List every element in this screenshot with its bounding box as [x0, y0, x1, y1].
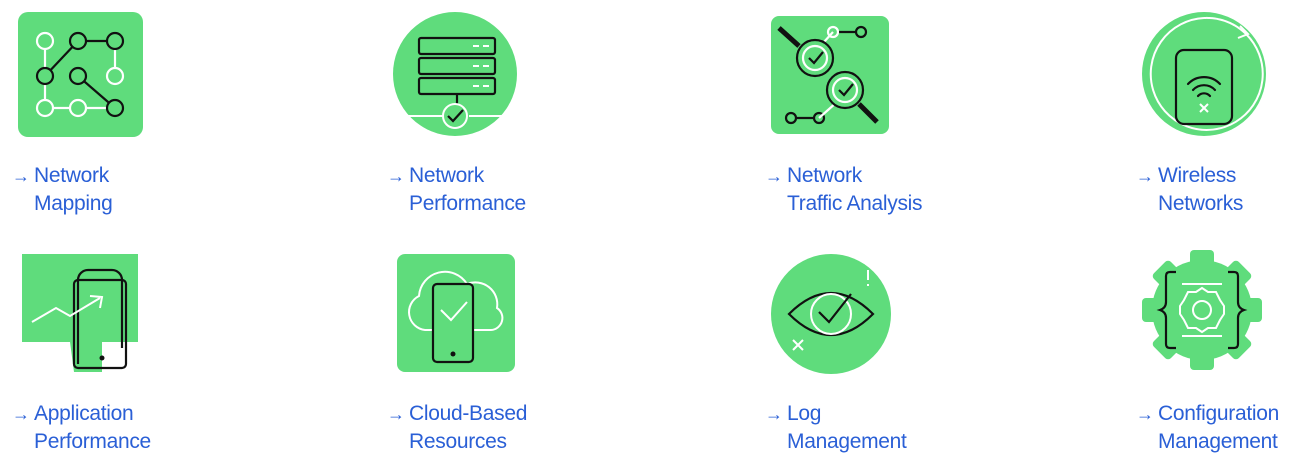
tile-network-mapping[interactable]: →Network Mapping	[12, 12, 318, 222]
tile-caption[interactable]: →Application Performance	[12, 400, 151, 455]
arrow-right-icon: →	[765, 404, 783, 424]
tile-caption[interactable]: →Configuration Management	[1136, 400, 1279, 455]
tile-caption[interactable]: →Log Management	[765, 400, 907, 455]
caption-line-1: Wireless	[1158, 164, 1237, 187]
arrow-right-icon: →	[1136, 166, 1154, 186]
gear-braces-icon	[1142, 250, 1274, 382]
tile-caption[interactable]: →Network Mapping	[12, 162, 113, 217]
arrow-right-icon: →	[12, 166, 30, 186]
arrow-right-icon: →	[12, 404, 30, 424]
wireless-device-icon	[1142, 12, 1274, 144]
network-graph-icon	[18, 12, 150, 144]
tile-wireless-networks[interactable]: →Wireless Networks	[1136, 12, 1303, 222]
caption-line-2: Management	[787, 430, 907, 453]
arrow-right-icon: →	[387, 404, 405, 424]
caption-line-1: Cloud-Based	[409, 402, 528, 425]
tile-log-management[interactable]: →Log Management	[765, 254, 1071, 464]
caption-line-1: Network	[787, 164, 862, 187]
caption-line-2: Networks	[1158, 192, 1244, 215]
caption-line-2: Management	[1158, 430, 1278, 453]
cloud-phone-check-icon	[397, 254, 529, 386]
arrow-right-icon: →	[765, 166, 783, 186]
tile-caption[interactable]: →Cloud-Based Resources	[387, 400, 527, 455]
caption-line-2: Performance	[34, 430, 151, 453]
caption-line-1: Application	[34, 402, 134, 425]
tile-cloud-based-resources[interactable]: →Cloud-Based Resources	[387, 254, 697, 464]
caption-line-1: Network	[34, 164, 109, 187]
tile-network-traffic-analysis[interactable]: →Network Traffic Analysis	[765, 16, 1071, 226]
tile-application-performance[interactable]: →Application Performance	[12, 254, 318, 464]
mobile-trend-icon	[18, 254, 150, 386]
caption-line-1: Network	[409, 164, 484, 187]
tile-network-performance[interactable]: →Network Performance	[387, 12, 693, 222]
server-stack-check-icon	[393, 12, 525, 144]
eye-check-icon	[771, 254, 903, 386]
tile-configuration-management[interactable]: →Configuration Management	[1136, 250, 1303, 460]
caption-line-2: Mapping	[34, 192, 113, 215]
tile-caption[interactable]: →Network Performance	[387, 162, 526, 217]
caption-line-2: Performance	[409, 192, 526, 215]
caption-line-1: Configuration	[1158, 402, 1280, 425]
caption-line-2: Resources	[409, 430, 507, 453]
caption-line-1: Log	[787, 402, 822, 425]
caption-line-2: Traffic Analysis	[787, 192, 923, 215]
tile-caption[interactable]: →Wireless Networks	[1136, 162, 1243, 217]
magnifier-traffic-icon	[771, 16, 903, 148]
arrow-right-icon: →	[387, 166, 405, 186]
arrow-right-icon: →	[1136, 404, 1154, 424]
tile-caption[interactable]: →Network Traffic Analysis	[765, 162, 923, 217]
